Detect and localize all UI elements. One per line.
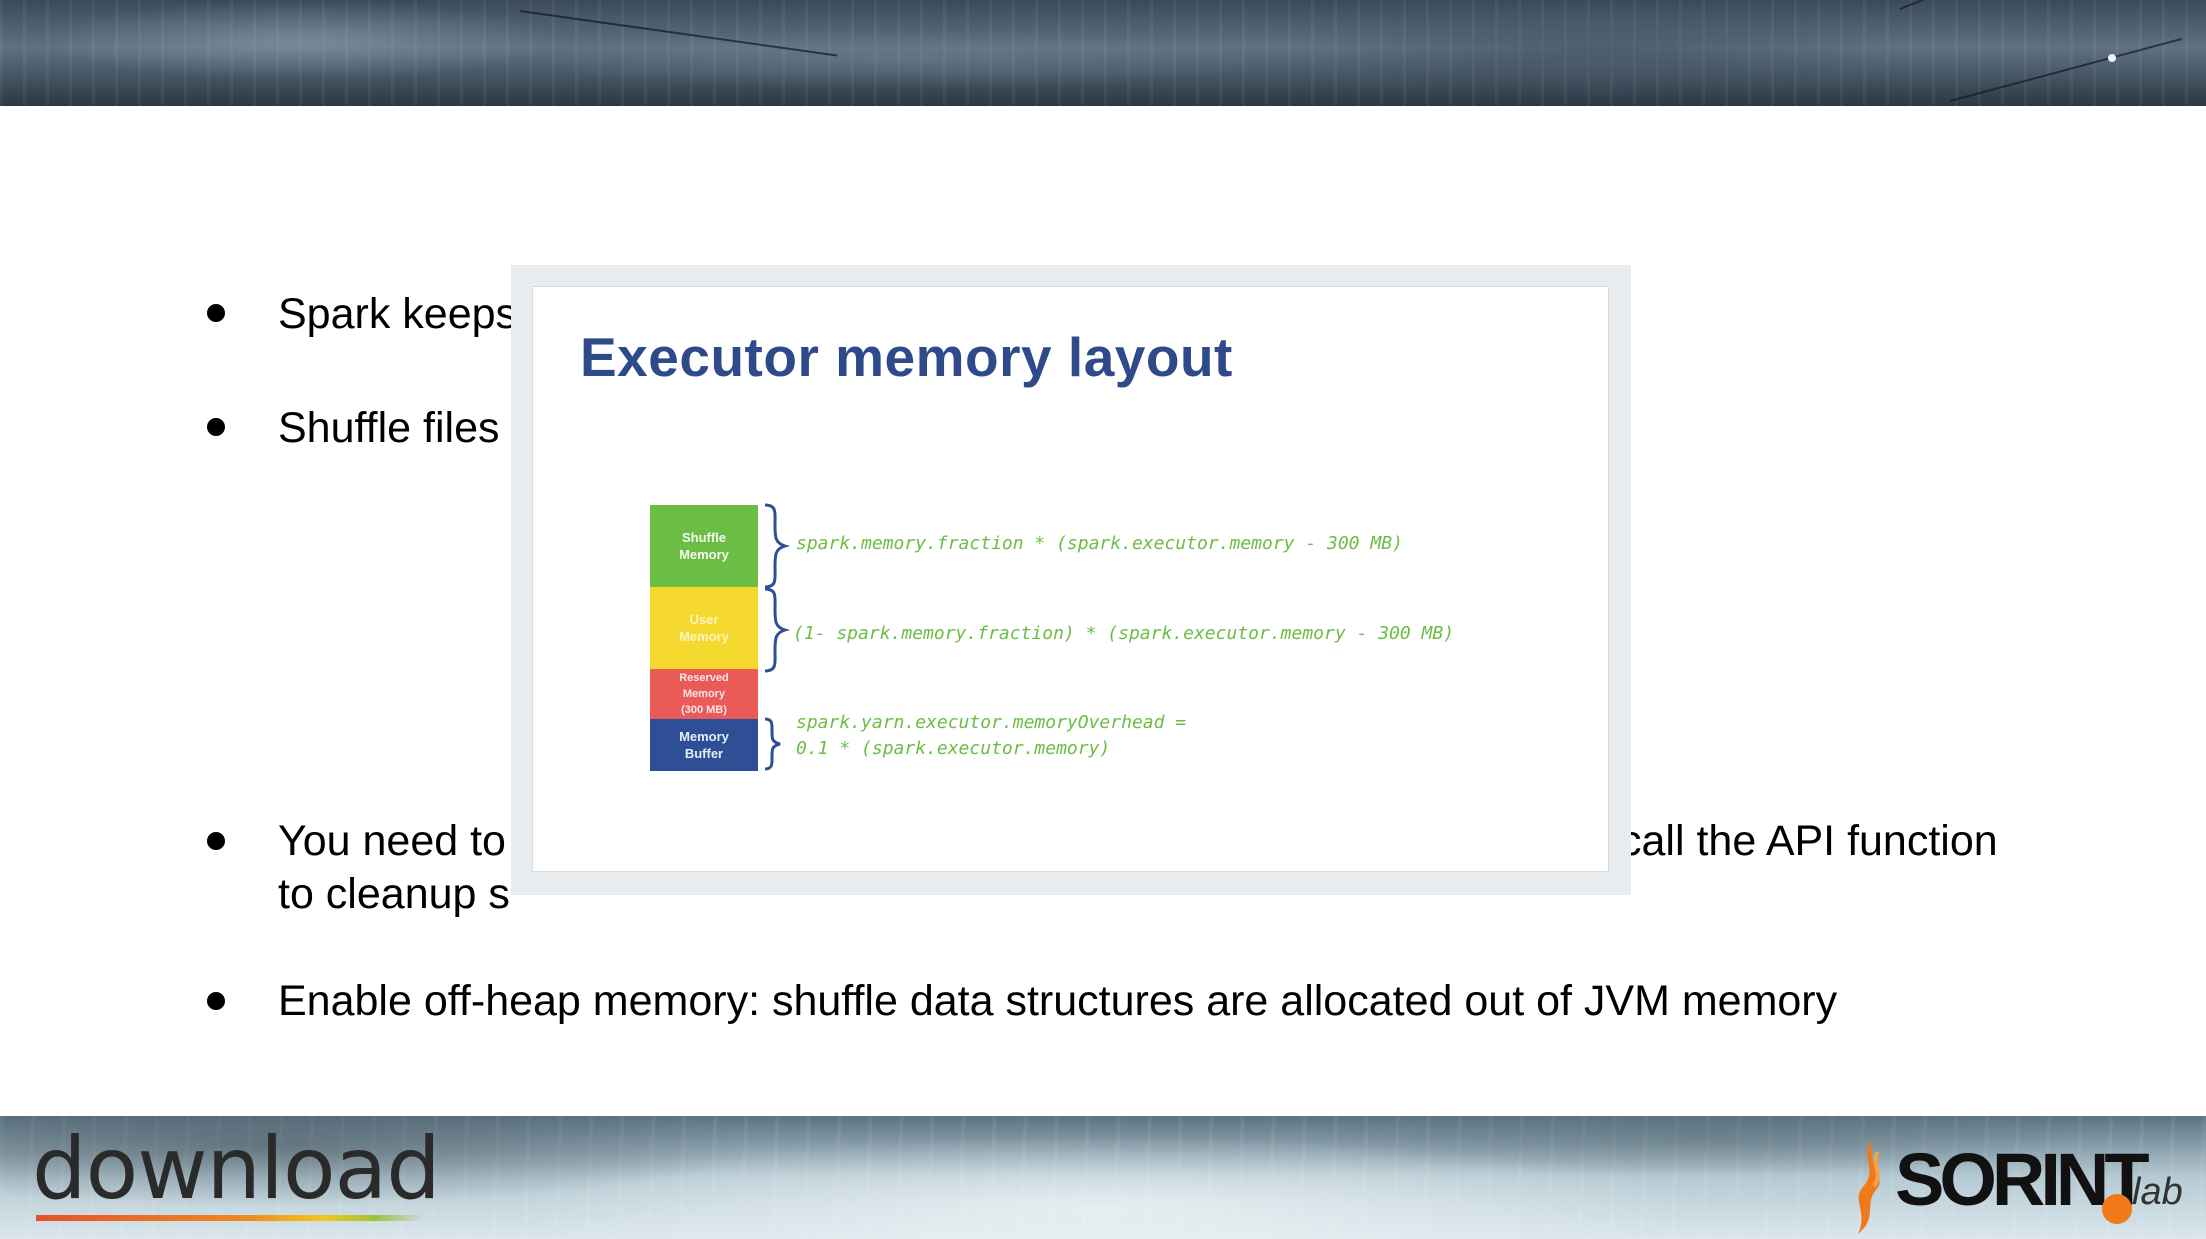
user-memory-block: User Memory xyxy=(650,587,758,669)
download-logo-bar xyxy=(36,1215,421,1221)
bullet-text-3-line-2: to cleanup s xyxy=(278,870,510,918)
shuffle-memory-formula: spark.memory.fraction * (spark.executor.… xyxy=(796,533,1403,554)
sorint-logo-lab: lab xyxy=(2132,1171,2183,1213)
block-label: Memory xyxy=(679,547,729,562)
buffer-formula-line-2: 0.1 * (spark.executor.memory) xyxy=(796,738,1111,759)
bullet-marker xyxy=(207,418,225,436)
memory-layout-overlay: Executor memory layout Shuffle Memory Us… xyxy=(511,265,1631,895)
download-logo: download xyxy=(32,1119,441,1219)
bullet-text-2: Shuffle files xyxy=(278,404,500,452)
brace-icon xyxy=(764,717,781,771)
sorint-logo-dot xyxy=(2102,1194,2132,1224)
reserved-memory-block: Reserved Memory (300 MB) xyxy=(650,669,758,719)
bullet-text-3-line-1: You need to xyxy=(278,817,506,865)
banner-light-dot xyxy=(2108,54,2116,62)
bullet-marker xyxy=(207,304,225,322)
bottom-banner-image: download SORINT lab xyxy=(0,1116,2206,1239)
block-label: Shuffle xyxy=(681,530,727,545)
bullet-text-1: Spark keeps xyxy=(278,290,518,338)
buffer-formula-line-1: spark.yarn.executor.memoryOverhead = xyxy=(796,712,1187,733)
user-memory-formula: (1- spark.memory.fraction) * (spark.exec… xyxy=(793,623,1455,644)
block-label: Buffer xyxy=(684,746,724,761)
block-label: Reserved xyxy=(679,672,729,684)
block-label: Memory xyxy=(679,629,729,644)
bullet-marker xyxy=(207,992,225,1010)
bullet-marker xyxy=(207,832,225,850)
memory-buffer-block: Memory Buffer xyxy=(650,719,758,771)
block-label: Memory xyxy=(682,688,726,700)
memory-layout-card: Executor memory layout Shuffle Memory Us… xyxy=(532,286,1609,872)
block-label: Memory xyxy=(679,729,729,744)
shuffle-memory-block: Shuffle Memory xyxy=(650,505,758,587)
bullet-text-3-right: call the API function xyxy=(1620,817,1998,865)
block-label: (300 MB) xyxy=(681,704,727,716)
bullet-text-4: Enable off-heap memory: shuffle data str… xyxy=(278,977,1838,1025)
top-banner-image xyxy=(0,0,2206,106)
block-label: User xyxy=(689,612,719,627)
brace-icon xyxy=(764,503,791,589)
diagram-title: Executor memory layout xyxy=(580,326,1233,388)
brace-icon xyxy=(764,587,791,673)
sorint-flame-icon xyxy=(1858,1140,1880,1234)
